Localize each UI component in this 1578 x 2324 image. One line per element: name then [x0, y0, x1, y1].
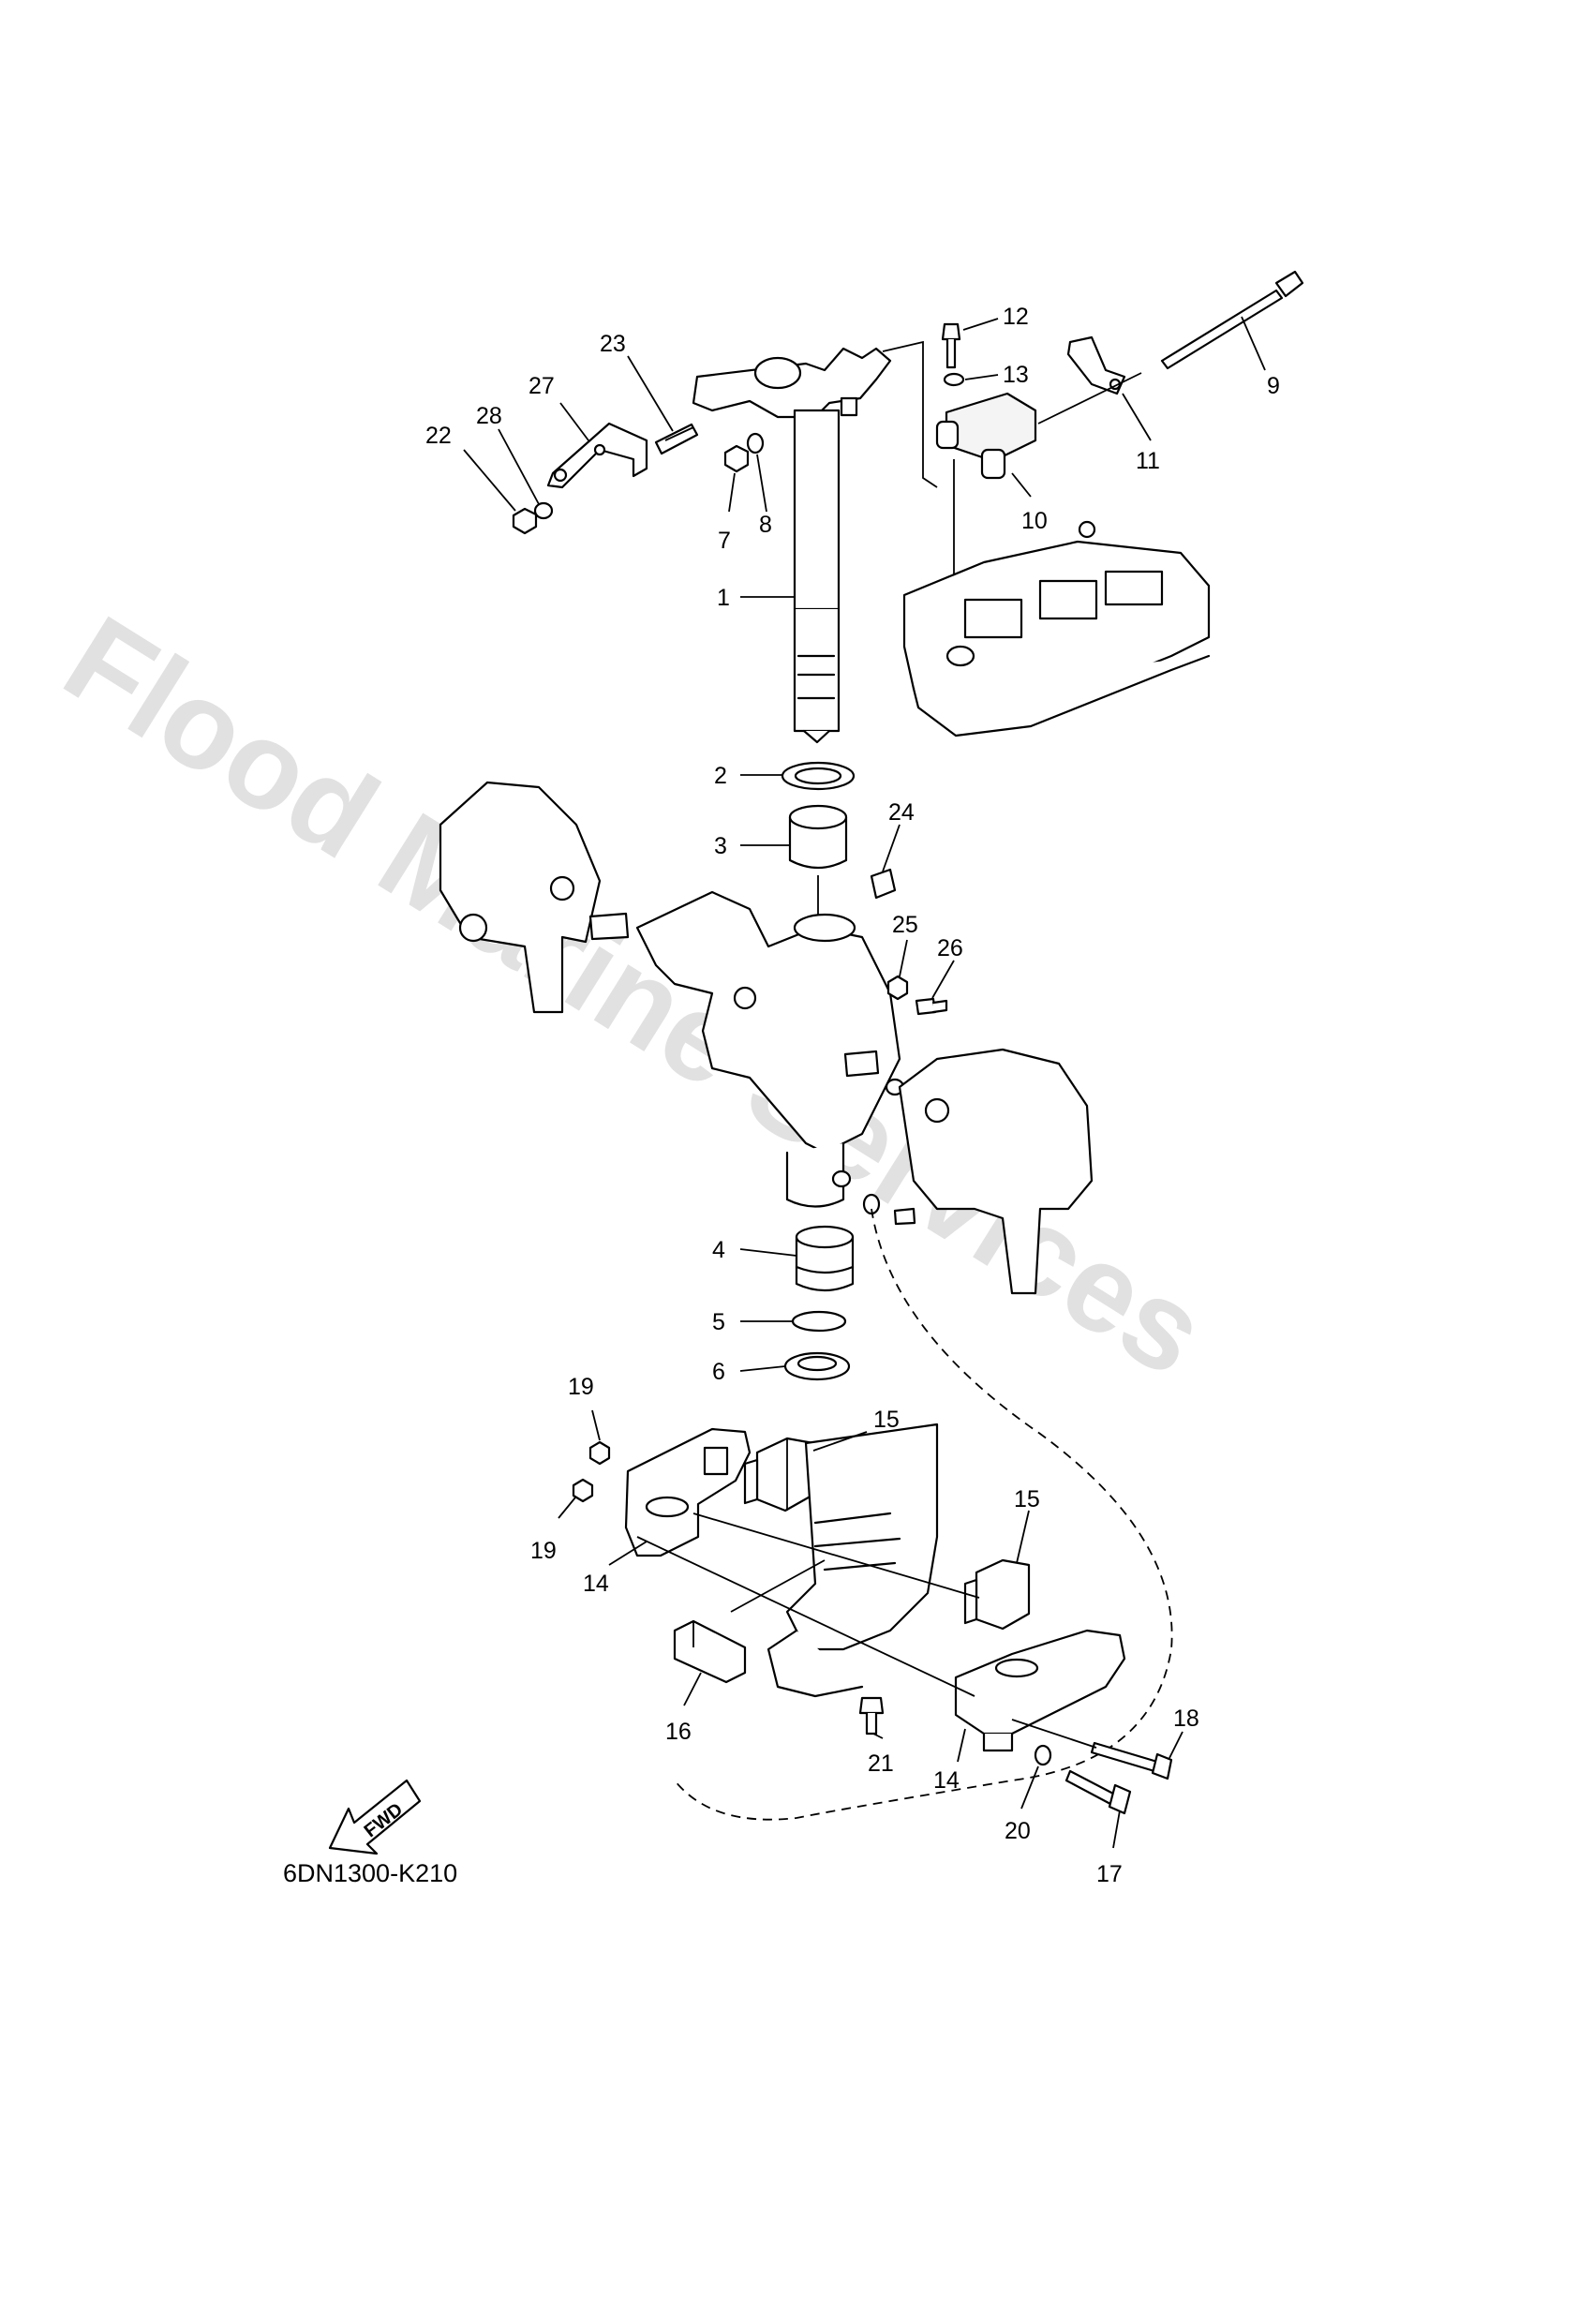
- callout-13: 13: [1003, 362, 1029, 388]
- callout-14b: 14: [933, 1767, 960, 1794]
- callout-6: 6: [712, 1359, 725, 1385]
- part-15-rubber-mount-b: [963, 1558, 1031, 1631]
- callout-19b: 19: [530, 1538, 557, 1564]
- part-6-seal: [783, 1351, 851, 1381]
- callout-10: 10: [1021, 508, 1048, 534]
- callout-5: 5: [712, 1309, 725, 1335]
- callout-16: 16: [665, 1719, 692, 1745]
- callout-28: 28: [476, 403, 502, 429]
- callout-11: 11: [1136, 448, 1160, 474]
- callout-24: 24: [888, 799, 915, 826]
- part-17-bolt: [1064, 1769, 1132, 1815]
- callout-15a: 15: [873, 1407, 900, 1433]
- callout-4: 4: [712, 1237, 725, 1263]
- callout-18: 18: [1173, 1706, 1199, 1732]
- callout-leaders: [463, 316, 1266, 1849]
- part-14-lower-mount-housing: [954, 1629, 1126, 1752]
- callout-19a: 19: [568, 1374, 594, 1400]
- callout-9: 9: [1267, 373, 1280, 399]
- callout-7: 7: [718, 528, 731, 554]
- part-27-bracket: [546, 422, 648, 489]
- part-18-bolt: [1090, 1741, 1173, 1780]
- part-21-bolt: [858, 1696, 885, 1736]
- part-24-spacer: [870, 868, 897, 900]
- callout-3: 3: [714, 833, 727, 859]
- part-8-washer: [746, 432, 765, 454]
- part-19-nut-b: [572, 1478, 594, 1503]
- callout-25: 25: [892, 912, 918, 938]
- part-1-steering-shaft: [692, 347, 892, 744]
- callout-27: 27: [528, 373, 555, 399]
- small-washer-a: [831, 1169, 852, 1188]
- part-4-bushing: [795, 1225, 855, 1292]
- callout-22: 22: [425, 423, 452, 449]
- part-23-stud: [654, 423, 699, 455]
- part-10-mount: [935, 392, 1037, 480]
- callout-17: 17: [1096, 1861, 1123, 1887]
- callout-14a: 14: [583, 1571, 609, 1597]
- part-11-strap: [1066, 335, 1126, 395]
- upper-casing-plate: [902, 520, 1211, 737]
- part-19-nut-a: [588, 1440, 611, 1466]
- part-13-washer: [943, 372, 965, 387]
- small-bolt: [893, 1207, 916, 1226]
- part-14-upper-mount-housing: [624, 1427, 752, 1557]
- drawing-code: 6DN1300-K210: [283, 1859, 457, 1887]
- callout-20: 20: [1005, 1818, 1031, 1844]
- callout-labels: 1 2 3 4 5 6 7 8 9 10 11 12 13 14 14 15 1…: [425, 304, 1280, 1887]
- part-22-nut: [512, 507, 538, 535]
- left-clamp-bracket: [439, 781, 602, 1014]
- part-9-long-bolt: [1160, 270, 1304, 370]
- part-28-washer: [533, 501, 554, 520]
- part-26-bolt: [915, 997, 948, 1016]
- callout-2: 2: [714, 763, 727, 789]
- part-3-bushing: [788, 804, 848, 870]
- callout-8: 8: [759, 512, 772, 538]
- swivel-bracket: [635, 890, 901, 1208]
- part-20-washer: [1034, 1744, 1052, 1766]
- part-15-rubber-mount-a: [743, 1437, 815, 1512]
- ground-wire: [674, 1208, 1173, 1821]
- callout-26: 26: [937, 935, 963, 961]
- pivot-pin-right: [843, 1050, 880, 1078]
- part-5-o-ring: [791, 1310, 847, 1333]
- fwd-arrow-icon: FWD: [328, 1779, 422, 1855]
- part-16-damper: [673, 1619, 747, 1684]
- right-clamp-bracket: [898, 1048, 1094, 1295]
- part-12-bolt: [941, 322, 961, 369]
- part-25-nut: [886, 975, 909, 1001]
- callout-12: 12: [1003, 304, 1029, 330]
- pivot-pin-left: [588, 912, 630, 941]
- part-7-nut: [723, 444, 750, 473]
- lower-casing: [767, 1423, 939, 1698]
- callout-15b: 15: [1014, 1486, 1040, 1512]
- callout-23: 23: [600, 331, 626, 357]
- callout-1: 1: [717, 585, 730, 611]
- callout-21: 21: [868, 1750, 894, 1777]
